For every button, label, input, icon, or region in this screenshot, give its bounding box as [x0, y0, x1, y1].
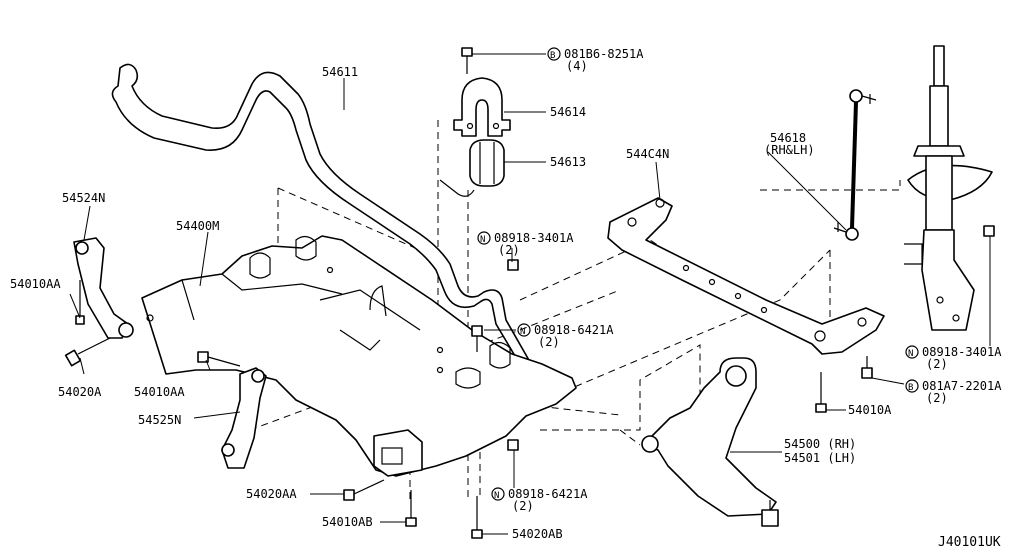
stabilizer-link — [833, 89, 877, 241]
label-54614: 54614 — [550, 105, 586, 119]
label-54618-side: (RH&LH) — [764, 143, 815, 157]
label-54618: 54618 — [770, 131, 806, 145]
stabilizer-bar — [111, 63, 547, 399]
label-54611: 54611 — [322, 65, 358, 79]
label-081A7-2201A-qty: (2) — [926, 391, 948, 405]
label-54613: 54613 — [550, 155, 586, 169]
label-54524N: 54524N — [62, 191, 105, 205]
bottom-bolts — [343, 259, 519, 539]
bolt-marker-letter: B — [550, 51, 555, 61]
bushing-clamp — [453, 77, 511, 137]
diagram-id: J40101UK — [938, 535, 1001, 550]
bracket-mid — [197, 351, 267, 469]
leader-lines — [69, 53, 991, 535]
label-54525N: 54525N — [138, 413, 181, 427]
label-08918-3401A-strut: 08918-3401A — [922, 345, 1002, 359]
bushing — [469, 139, 505, 187]
nut-marker-icon-member — [517, 323, 531, 337]
bolt-marker-letter-strut: B — [908, 383, 913, 393]
nut-marker-letter-member: N — [520, 327, 525, 337]
nut-marker-icon-strut — [905, 345, 919, 359]
stay-bolt — [815, 225, 995, 413]
label-08918-6421A-bottom: 08918-6421A — [508, 487, 588, 501]
label-54400M: 54400M — [176, 219, 219, 233]
lower-control-arm — [641, 357, 779, 527]
bolt-marker-icon-strut — [905, 379, 919, 393]
front-suspension-member — [141, 235, 577, 477]
nut-marker-letter: N — [480, 235, 485, 245]
bolt-left-long — [64, 337, 111, 367]
label-54020AA: 54020AA — [246, 487, 297, 501]
label-08918-6421A-member-qty: (2) — [538, 335, 560, 349]
label-08918-3401A-stab: 08918-3401A — [494, 231, 574, 245]
strut-assembly — [904, 45, 993, 331]
bolt-marker-icon — [547, 47, 561, 61]
label-54010AA-left: 54010AA — [10, 277, 61, 291]
label-54500-RH: 54500 (RH) — [784, 437, 856, 451]
label-08918-6421A-member: 08918-6421A — [534, 323, 614, 337]
label-08918-3401A-stab-qty: (2) — [498, 243, 520, 257]
label-081A7-2201A: 081A7-2201A — [922, 379, 1002, 393]
label-54020AB: 54020AB — [512, 527, 563, 541]
nut-marker-icon — [477, 231, 491, 245]
bracket-left — [73, 237, 134, 339]
label-54010AB: 54010AB — [322, 515, 373, 529]
bracket-bolt-top — [461, 47, 473, 74]
label-08918-6421A-bottom-qty: (2) — [512, 499, 534, 513]
nut-marker-letter-strut: N — [908, 349, 913, 359]
label-08918-3401A-strut-qty: (2) — [926, 357, 948, 371]
nut-marker-letter-bottom: N — [494, 491, 499, 501]
label-544C4N: 544C4N — [626, 147, 669, 161]
part-labels: 54611 B 081B6-8251A (4) 54614 54613 5461… — [10, 47, 1002, 550]
member-stay — [607, 197, 885, 355]
label-081B6-8251A: 081B6-8251A — [564, 47, 644, 61]
label-54501-LH: 54501 (LH) — [784, 451, 856, 465]
label-54010A: 54010A — [848, 403, 892, 417]
nut-marker-icon-bottom — [491, 487, 505, 501]
label-54020A: 54020A — [58, 385, 102, 399]
label-081B6-8251A-qty: (4) — [566, 59, 588, 73]
label-54010AA-mid: 54010AA — [134, 385, 185, 399]
